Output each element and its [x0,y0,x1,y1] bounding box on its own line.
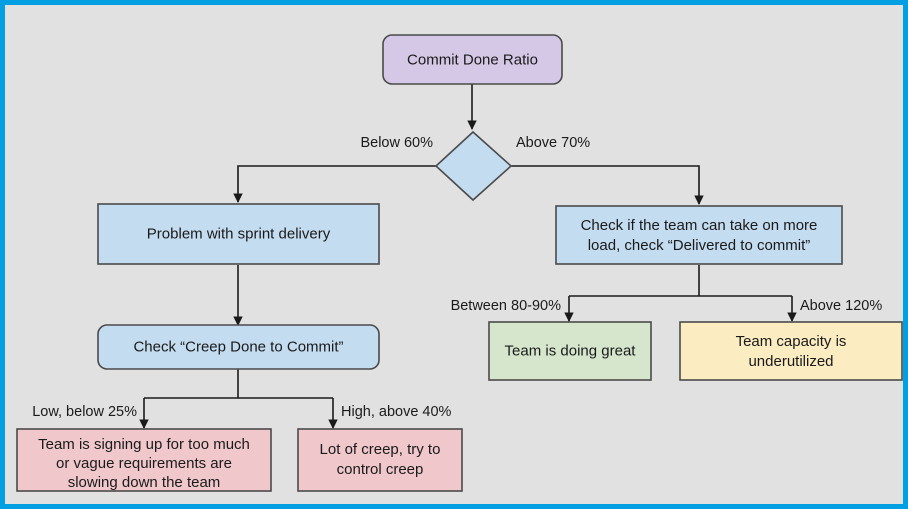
node-team-doing-great[interactable]: Team is doing great [488,321,652,381]
node-check-team-load-line2: load, check “Delivered to commit” [588,237,811,254]
node-decision-diamond-shape [434,130,513,202]
node-problem-with-sprint-delivery-shape [97,203,380,265]
connector-decision-to-problem-sprint [233,165,439,203]
node-problem-with-sprint-delivery[interactable]: Problem with sprint delivery [97,203,380,265]
node-commit-done-ratio[interactable]: Commit Done Ratio [382,34,563,85]
edge-label-low-below-25: Low, below 25% [32,404,137,420]
node-team-signing-up-line1: Team is signing up for too much [38,436,250,453]
node-team-signing-up-shape [16,428,272,492]
node-check-creep-done-to-commit-label: Check “Creep Done to Commit” [133,338,343,355]
node-team-signing-up[interactable]: Team is signing up for too much or vague… [16,428,272,492]
node-team-capacity-underutilized[interactable]: Team capacity is underutilized [679,321,903,381]
node-commit-done-ratio-label: Commit Done Ratio [407,51,538,68]
node-team-signing-up-line3: slowing down the team [68,474,221,491]
node-check-creep-done-to-commit[interactable]: Check “Creep Done to Commit” [97,324,380,370]
node-team-doing-great-shape [488,321,652,381]
node-check-team-load-shape [555,205,843,265]
node-team-doing-great-label: Team is doing great [505,342,637,359]
node-team-capacity-underutilized-line2: underutilized [748,353,833,370]
node-decision-diamond[interactable] [434,130,513,202]
node-team-signing-up-line2: or vague requirements are [56,455,232,472]
node-problem-with-sprint-delivery-label: Problem with sprint delivery [147,225,331,242]
node-check-team-load-line1: Check if the team can take on more [581,217,818,234]
node-team-capacity-underutilized-line1: Team capacity is [736,333,847,350]
connector-decision-to-check-load [508,165,704,205]
edge-label-below-60: Below 60% [360,135,433,151]
node-check-team-load[interactable]: Check if the team can take on more load,… [555,205,843,265]
edge-label-between-80-90: Between 80-90% [451,298,562,314]
flowchart-svg: Below 60% Above 70% Between 80-90% Above… [16,34,903,492]
node-commit-done-ratio-shape [382,34,563,85]
node-lot-of-creep-shape [297,428,463,492]
node-check-creep-done-to-commit-shape [97,324,380,370]
edge-label-above-70: Above 70% [516,135,590,151]
node-lot-of-creep[interactable]: Lot of creep, try to control creep [297,428,463,492]
edge-label-high-above-40: High, above 40% [341,404,452,420]
edge-label-above-120: Above 120% [800,298,882,314]
node-team-capacity-underutilized-shape [679,321,903,381]
node-lot-of-creep-line2: control creep [337,461,424,478]
node-lot-of-creep-line1: Lot of creep, try to [320,441,441,458]
